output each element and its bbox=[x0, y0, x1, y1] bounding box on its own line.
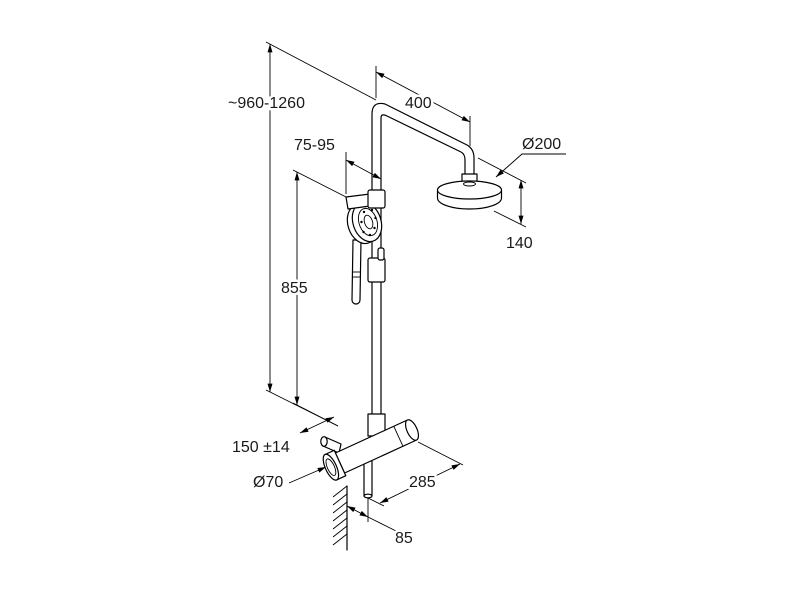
extension-line-holder-top bbox=[292, 169, 351, 200]
wall bbox=[332, 485, 348, 551]
shower-head-top bbox=[436, 180, 503, 200]
control-knob-ring bbox=[325, 458, 337, 476]
dimension-labels: ~960-1260 400 Ø200 75-95 140 855 150 ±14… bbox=[226, 93, 564, 550]
label-holder-height: 855 bbox=[281, 280, 308, 297]
label-inlet-spacing: 150 ±14 bbox=[232, 439, 290, 456]
slider-body bbox=[367, 257, 386, 283]
extension-line-overall-top bbox=[265, 41, 377, 101]
extension-line-mixer-left bbox=[365, 496, 385, 507]
wall-connector-end bbox=[320, 436, 328, 447]
holder-and-slider bbox=[345, 189, 386, 283]
riser-outer-edge bbox=[371, 102, 475, 437]
shower-head-connector-base bbox=[463, 181, 476, 187]
label-overall-height: ~960-1260 bbox=[228, 95, 305, 112]
dim-line-outlet-offset bbox=[346, 505, 369, 518]
control-knob-face bbox=[322, 453, 340, 481]
dim-line-holder-range bbox=[345, 159, 382, 180]
riser-and-shower-arm bbox=[371, 102, 475, 437]
nozzle bbox=[362, 210, 366, 214]
hand-shower-holder-arm bbox=[345, 193, 371, 210]
slider-knob bbox=[377, 247, 385, 261]
label-arm-projection: 400 bbox=[405, 95, 432, 112]
leader-head-diameter bbox=[495, 153, 566, 178]
label-holder-range: 75-95 bbox=[294, 137, 335, 154]
label-knob-diameter: Ø70 bbox=[253, 474, 283, 491]
nozzle bbox=[362, 230, 365, 234]
label-mixer-projection: 285 bbox=[409, 474, 436, 491]
dim-line-mixer-projection bbox=[379, 463, 461, 504]
outlet-pipe-end bbox=[363, 493, 373, 499]
dim-leader-outlet-offset bbox=[367, 516, 397, 532]
leader-knob-diameter bbox=[288, 466, 327, 484]
holder-clamp bbox=[367, 189, 386, 209]
overhead-shower bbox=[436, 173, 503, 210]
hand-shower-center-disc bbox=[363, 214, 374, 230]
dim-line-arm-projection bbox=[375, 71, 471, 123]
wall-hatching bbox=[332, 485, 348, 546]
nozzle bbox=[374, 216, 377, 220]
extension-line-head-bottom bbox=[493, 210, 527, 228]
nozzle bbox=[370, 208, 374, 212]
hand-shower bbox=[346, 201, 383, 305]
extension-line-mixer-right bbox=[417, 441, 464, 466]
nozzle bbox=[373, 226, 376, 230]
riser-inner-edge bbox=[380, 114, 466, 433]
mixer-end-cap bbox=[404, 419, 420, 441]
extension-line-head-top bbox=[477, 157, 527, 184]
mixer-body-seam bbox=[393, 426, 404, 447]
extension-line-holder-bottom bbox=[292, 402, 339, 427]
label-head-height: 140 bbox=[506, 235, 533, 252]
nozzle bbox=[360, 220, 363, 224]
label-outlet-offset: 85 bbox=[395, 530, 413, 547]
label-head-diameter: Ø200 bbox=[522, 136, 561, 153]
dim-line-inlet-spacing bbox=[299, 416, 335, 434]
dimension-lines bbox=[267, 44, 566, 532]
outlet-pipe bbox=[363, 460, 373, 497]
thermostat-mixer bbox=[320, 413, 420, 499]
hand-shower-spray-ring bbox=[357, 207, 379, 237]
nozzle bbox=[368, 233, 372, 237]
